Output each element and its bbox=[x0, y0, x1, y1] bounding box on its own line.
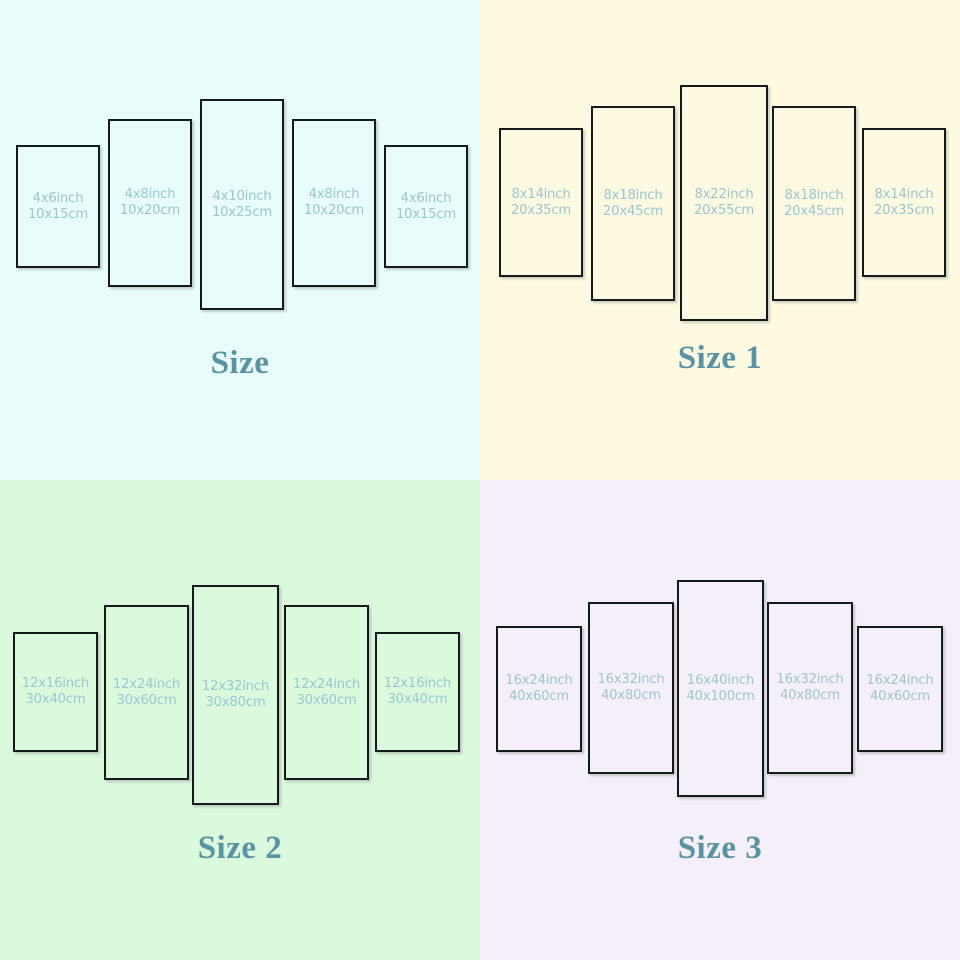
panel-size-inch: 16x32inch bbox=[597, 672, 665, 688]
panel-size-inch: 16x32inch bbox=[776, 672, 844, 688]
quadrant-title-size-3: Size 3 bbox=[677, 830, 763, 866]
quadrant-title-size: Size bbox=[210, 345, 270, 381]
panel-size-inch: 8x14inch bbox=[511, 186, 571, 202]
panel-size-cm: 40x60cm bbox=[508, 689, 570, 704]
panel-size-inch: 4x8inch bbox=[308, 187, 360, 203]
panel-size-inch: 16x40inch bbox=[686, 672, 755, 688]
panel-size-cm: 40x80cm bbox=[600, 688, 662, 703]
panel-size-cm: 30x80cm bbox=[205, 695, 266, 710]
panel-size-inch: 8x22inch bbox=[694, 187, 754, 203]
panel-size-inch: 4x6inch bbox=[400, 190, 452, 206]
panel-size-cm: 40x60cm bbox=[869, 689, 931, 704]
panel-size-inch: 12x16inch bbox=[21, 676, 90, 692]
panel-size-cm: 20x55cm bbox=[693, 203, 755, 218]
panel-size-inch: 8x14inch bbox=[874, 186, 934, 202]
panel-size-cm: 40x100cm bbox=[686, 688, 755, 704]
quadrant-title-size-2: Size 2 bbox=[197, 830, 283, 866]
panel-size-inch: 16x24inch bbox=[866, 673, 934, 689]
panel-size-cm: 10x15cm bbox=[27, 206, 89, 222]
quadrant-title-size-1: Size 1 bbox=[677, 340, 763, 376]
panel-size-inch: 16x24inch bbox=[505, 673, 573, 689]
panel-size-cm: 20x35cm bbox=[510, 202, 572, 218]
panel-size-inch: 12x24inch bbox=[112, 676, 181, 692]
panel-size-inch: 4x8inch bbox=[124, 187, 176, 203]
panel-size-cm: 30x40cm bbox=[387, 692, 448, 707]
panel-size-inch: 12x24inch bbox=[292, 676, 361, 692]
panel-size-cm: 10x20cm bbox=[119, 203, 181, 218]
panel-size-inch: 4x6inch bbox=[32, 190, 84, 206]
panel-size-cm: 40x80cm bbox=[779, 688, 841, 703]
panel-size-inch: 8x18inch bbox=[784, 187, 844, 203]
panel-size-cm: 10x20cm bbox=[303, 203, 365, 218]
panel-size-cm: 20x45cm bbox=[602, 203, 664, 219]
panel-size-cm: 10x15cm bbox=[395, 206, 457, 222]
panel-size-cm: 20x45cm bbox=[783, 203, 845, 219]
panel-size-inch: 12x32inch bbox=[201, 679, 270, 695]
panel-size-cm: 20x35cm bbox=[873, 202, 935, 218]
panel-size-cm: 30x60cm bbox=[116, 692, 177, 708]
panel-size-cm: 30x60cm bbox=[296, 692, 357, 708]
panel-size-inch: 12x16inch bbox=[383, 676, 452, 692]
panel-size-cm: 10x25cm bbox=[211, 204, 273, 220]
panel-size-inch: 4x10inch bbox=[212, 188, 272, 204]
panel-size-inch: 8x18inch bbox=[603, 187, 663, 203]
panel-size-cm: 30x40cm bbox=[25, 692, 86, 707]
